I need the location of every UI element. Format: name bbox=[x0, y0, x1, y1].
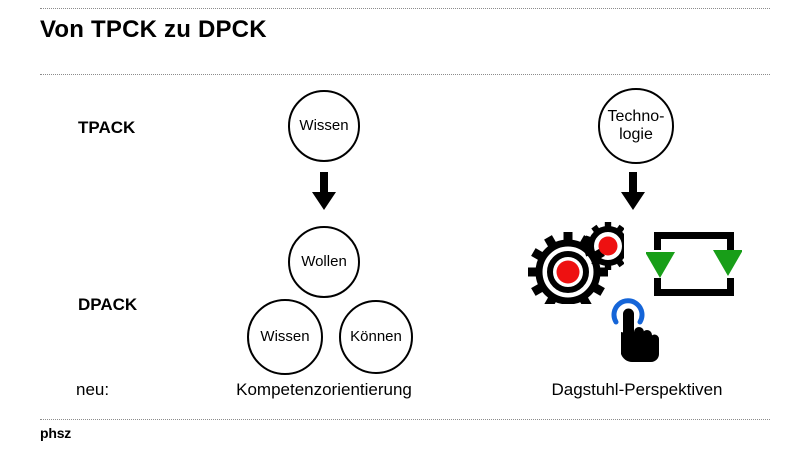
caption-left: Kompetenzorientierung bbox=[236, 380, 412, 399]
page-title: Von TPCK zu DPCK bbox=[40, 16, 267, 43]
circle-label: Können bbox=[350, 327, 402, 345]
row-label-dpack: DPACK bbox=[78, 295, 138, 314]
row-label-neu: neu: bbox=[76, 380, 110, 399]
divider-above-footer bbox=[40, 419, 770, 420]
row-label-tpack: TPACK bbox=[78, 118, 136, 137]
circle-dpack-wissen: Wissen bbox=[247, 299, 323, 375]
cycle-arrows-icon bbox=[646, 232, 742, 296]
circle-label: Wollen bbox=[301, 252, 347, 270]
circle-tpack-wissen: Wissen bbox=[288, 90, 360, 162]
footer-logo: phsz bbox=[40, 425, 72, 441]
gears-icon bbox=[528, 222, 624, 304]
circle-label-line1: Techno- bbox=[607, 108, 665, 126]
circle-tpack-technologie: Techno- logie bbox=[598, 88, 674, 164]
circle-dpack-wollen: Wollen bbox=[288, 226, 360, 298]
circle-label-line2: logie bbox=[619, 126, 653, 143]
down-arrow-icon bbox=[312, 172, 336, 210]
circle-label: Wissen bbox=[260, 327, 310, 345]
circle-label: Wissen bbox=[299, 116, 349, 134]
circle-dpack-koennen: Können bbox=[339, 300, 413, 374]
caption-right: Dagstuhl-Perspektiven bbox=[551, 380, 723, 399]
tap-hand-icon bbox=[611, 298, 659, 362]
divider-top bbox=[40, 8, 770, 9]
divider-under-title bbox=[40, 74, 770, 75]
circle-label-wrapper: Techno- logie bbox=[608, 108, 665, 144]
down-arrow-icon bbox=[621, 172, 645, 210]
